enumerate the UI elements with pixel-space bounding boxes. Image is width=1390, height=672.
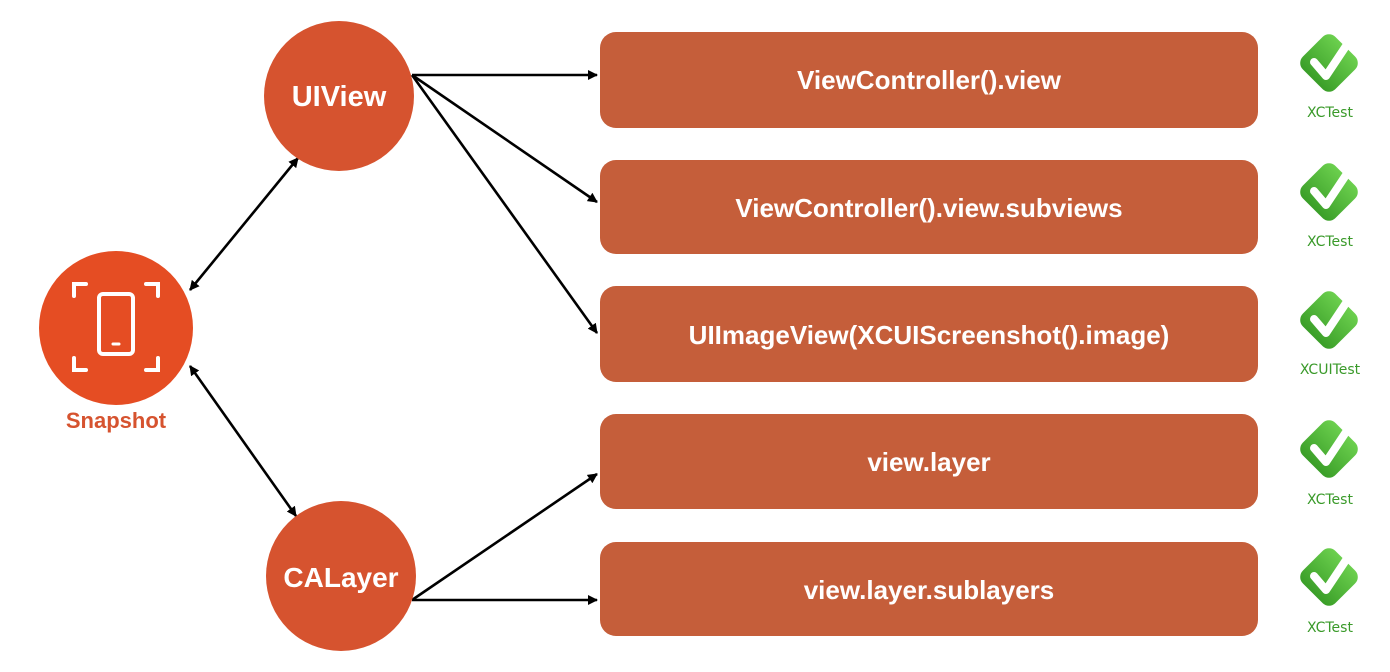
xctest-badge-5-label: XCTest	[1307, 620, 1353, 636]
box-layer-rect	[600, 414, 1258, 509]
xctest-badge-4: XCTest	[1300, 420, 1358, 508]
box-sublayers-label: view.layer.sublayers	[804, 575, 1055, 605]
edges	[188, 70, 599, 605]
box-subviews: ViewController().view.subviews	[600, 160, 1258, 254]
box-view-rect	[600, 32, 1258, 128]
edge-snapshot-calayer	[188, 365, 298, 517]
xctest-badge-5: XCTest	[1300, 548, 1358, 636]
calayer-label: CALayer	[283, 562, 398, 593]
uiview-node: UIView	[264, 21, 414, 171]
uiview-circle	[264, 21, 414, 171]
box-layer-label: view.layer	[867, 447, 990, 477]
calayer-circle	[266, 501, 416, 651]
snapshot-node: Snapshot	[39, 251, 193, 433]
edge-uiview-box3	[410, 74, 599, 334]
phone-screenshot-icon	[72, 282, 160, 372]
xctest-badge-1: XCTest	[1300, 34, 1358, 121]
box-view-label: ViewController().view	[797, 65, 1062, 95]
box-view: ViewController().view	[600, 32, 1258, 128]
xctest-badge-2-label: XCTest	[1307, 234, 1353, 250]
xctest-badge-1-label: XCTest	[1307, 105, 1353, 121]
snapshot-label: Snapshot	[66, 408, 167, 433]
box-subviews-rect	[600, 160, 1258, 254]
checkmark-icon	[1300, 548, 1358, 606]
checkmark-icon	[1300, 163, 1358, 221]
box-screenshot-image: UIImageView(XCUIScreenshot().image)	[600, 286, 1258, 382]
snapshot-circle	[39, 251, 193, 405]
box-sublayers-rect	[600, 542, 1258, 636]
checkmark-icon	[1300, 420, 1358, 478]
edge-snapshot-uiview	[188, 157, 300, 291]
xcuitest-badge-3: XCUITest	[1300, 291, 1361, 378]
checkmark-icon	[1300, 34, 1358, 92]
edge-uiview-box2	[411, 73, 598, 204]
box-subviews-label: ViewController().view.subviews	[735, 193, 1122, 223]
badge-list: XCTest XCTest XCUITest XCTest	[1300, 34, 1361, 636]
xctest-badge-4-label: XCTest	[1307, 492, 1353, 508]
xcuitest-badge-3-label: XCUITest	[1300, 362, 1361, 378]
checkmark-icon	[1300, 291, 1358, 349]
uiview-label: UIView	[292, 81, 387, 113]
xctest-badge-2: XCTest	[1300, 163, 1358, 250]
calayer-node: CALayer	[266, 501, 416, 651]
box-screenshot-image-rect	[600, 286, 1258, 382]
edge-calayer-box4	[411, 472, 598, 602]
box-list: ViewController().view ViewController().v…	[600, 32, 1258, 636]
box-layer: view.layer	[600, 414, 1258, 509]
box-sublayers: view.layer.sublayers	[600, 542, 1258, 636]
box-screenshot-image-label: UIImageView(XCUIScreenshot().image)	[689, 320, 1170, 350]
